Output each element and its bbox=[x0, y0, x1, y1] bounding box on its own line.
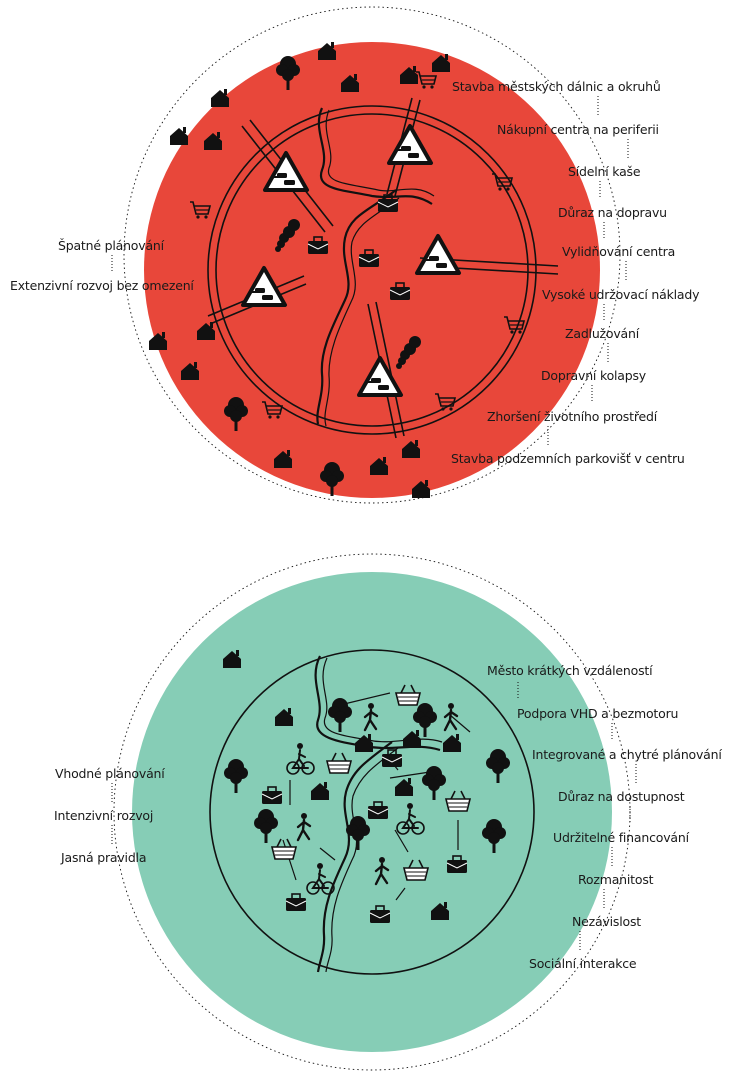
bottom-right-label: Sociální interakce bbox=[529, 956, 637, 971]
bottom-right-label: Důraz na dostupnost bbox=[558, 789, 685, 804]
top-left-label: Extenzivní rozvoj bez omezení bbox=[10, 278, 194, 293]
top-right-label: Stavba podzemních parkovišť v centru bbox=[451, 451, 685, 466]
outer-dotted-ring bbox=[123, 6, 621, 504]
bottom-left-label: Vhodné plánování bbox=[55, 766, 165, 781]
bottom-right-label: Rozmanitost bbox=[578, 872, 654, 887]
bottom-diagram bbox=[113, 553, 631, 1071]
top-right-label: Vysoké udržovací náklady bbox=[542, 287, 700, 302]
bottom-right-label: Udržitelné financování bbox=[553, 830, 689, 845]
bottom-right-label: Město krátkých vzdáleností bbox=[487, 663, 653, 678]
top-diagram bbox=[123, 6, 621, 504]
red-circle bbox=[144, 42, 600, 498]
ring-road-outer bbox=[207, 105, 537, 435]
top-right-label: Sídelní kaše bbox=[568, 164, 641, 179]
top-right-label: Zhoršení životního prostředí bbox=[487, 409, 657, 424]
top-right-label: Důraz na dopravu bbox=[558, 205, 667, 220]
top-right-label: Stavba městských dálnic a okruhů bbox=[452, 79, 661, 94]
top-right-label: Zadlužování bbox=[565, 326, 640, 341]
bottom-left-label: Jasná pravidla bbox=[61, 850, 147, 865]
top-left-label: Špatné plánování bbox=[58, 238, 164, 253]
bottom-right-label: Integrované a chytré plánování bbox=[532, 747, 722, 762]
bottom-right-label: Podpora VHD a bezmotoru bbox=[517, 706, 679, 721]
top-right-label: Dopravní kolapsy bbox=[541, 368, 646, 383]
ring-road-inner bbox=[215, 113, 529, 427]
top-right-label: Nákupní centra na periferii bbox=[497, 122, 659, 137]
top-right-label: Vylidňování centra bbox=[562, 244, 676, 259]
bottom-left-label: Intenzivní rozvoj bbox=[54, 808, 154, 823]
inner-ring bbox=[209, 649, 535, 975]
river-icon bbox=[316, 107, 433, 425]
bottom-right-label: Nezávislost bbox=[572, 914, 641, 929]
